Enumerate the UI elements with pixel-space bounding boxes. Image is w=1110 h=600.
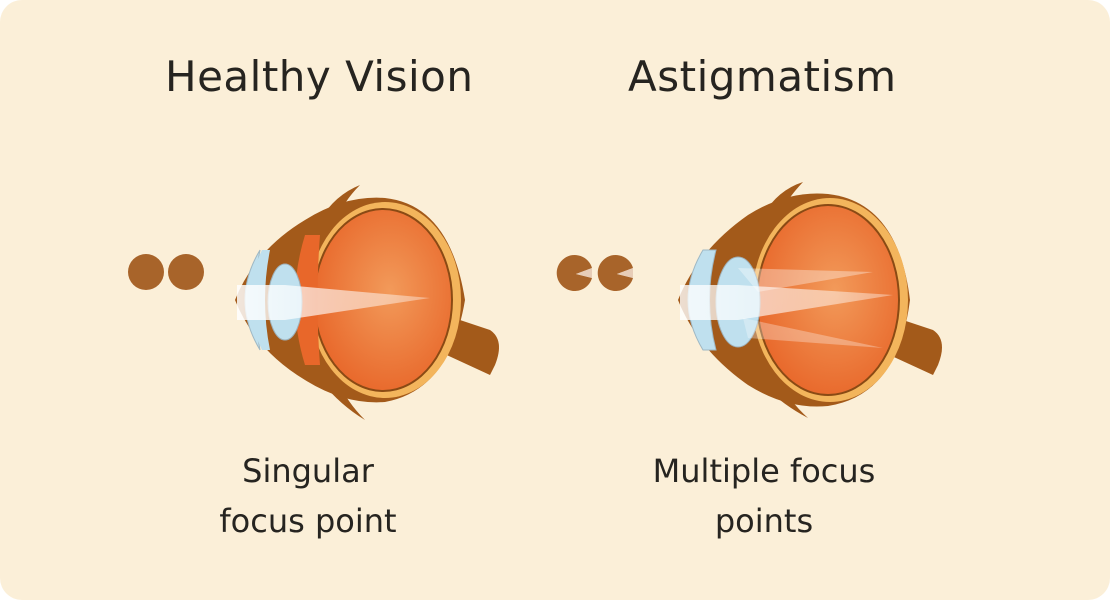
caption-line: Singular <box>242 452 374 490</box>
dot-icon <box>128 254 164 290</box>
dot-icon <box>168 254 204 290</box>
light-beam <box>237 285 430 320</box>
astigmatism-caption: Multiple focus points <box>594 446 934 546</box>
caption-line: points <box>714 502 814 540</box>
caption-line: focus point <box>219 502 397 540</box>
healthy-caption: Singular focus point <box>138 446 478 546</box>
astigmatism-title: Astigmatism <box>628 52 897 101</box>
light-beam <box>680 285 893 320</box>
caption-line: Multiple focus <box>652 452 876 490</box>
light-beam <box>743 318 883 348</box>
light-beam <box>738 268 873 292</box>
healthy-vision-title: Healthy Vision <box>165 52 474 101</box>
astigmatism-eye-illustration <box>678 182 942 418</box>
object-dots-healthy <box>128 254 204 290</box>
notched-dot-icon <box>556 255 592 291</box>
object-dots-astigmatism <box>556 255 633 291</box>
healthy-eye-illustration <box>235 185 499 420</box>
notched-dot-icon <box>597 255 633 291</box>
